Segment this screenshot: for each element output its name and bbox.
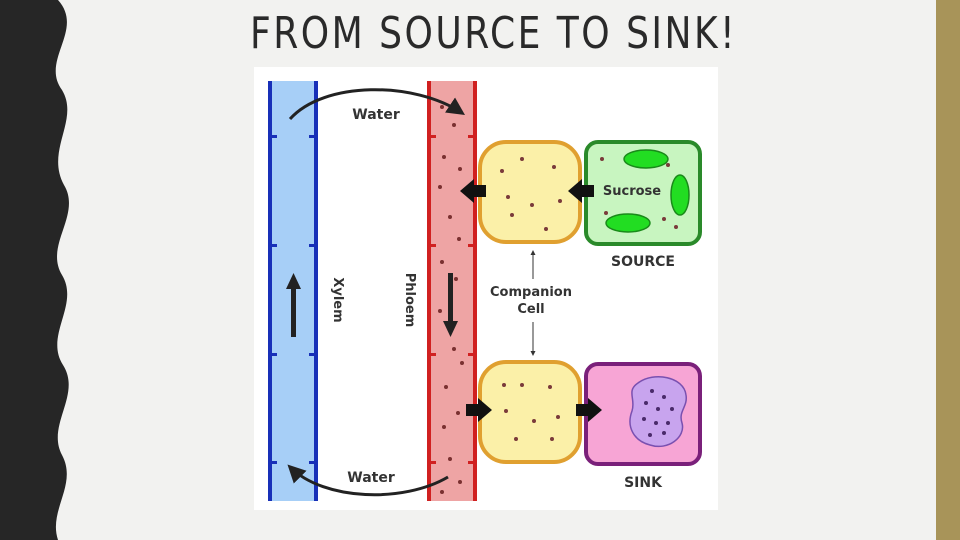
water-label-bottom: Water [347, 470, 395, 486]
companion-cell-top [478, 140, 582, 244]
vacuole [629, 376, 687, 448]
water-arrow-top [288, 88, 465, 121]
water-label-top: Water [352, 107, 400, 123]
phloem-sucrose-dots [438, 105, 464, 494]
xylem-label: Xylem [330, 277, 345, 322]
sink-label: SINK [624, 475, 663, 491]
transport-arrow-companion-to-phloem [460, 179, 486, 203]
left-wave-decoration [0, 0, 69, 540]
xylem-up-arrow [286, 273, 301, 337]
diagram-frame: Water Water Xylem Phloem [254, 67, 718, 510]
sink-cell [584, 362, 702, 466]
slide-title: FROM SOURCE TO SINK! [250, 8, 738, 59]
xylem-vessel [268, 81, 318, 501]
source-label: SOURCE [611, 254, 675, 270]
phloem-down-arrow [443, 273, 458, 337]
chloroplast [605, 213, 651, 233]
source-sink-diagram: Water Water Xylem Phloem [268, 81, 702, 501]
source-cell [584, 140, 702, 246]
right-accent-bar [936, 0, 960, 540]
phloem-tube [427, 81, 477, 501]
companion-cell-label-line2: Cell [517, 302, 544, 317]
transport-arrow-phloem-to-companion [466, 398, 492, 422]
chloroplast [623, 149, 669, 169]
phloem-label: Phloem [402, 273, 417, 328]
transport-arrow-source-to-companion [568, 179, 594, 203]
sucrose-label: Sucrose [603, 184, 661, 199]
chloroplast [670, 174, 690, 216]
companion-cell-label-line1: Companion [490, 285, 572, 300]
companion-cell-bottom [478, 360, 582, 464]
water-arrow-bottom [287, 464, 449, 497]
transport-arrow-companion-to-sink [576, 398, 602, 422]
